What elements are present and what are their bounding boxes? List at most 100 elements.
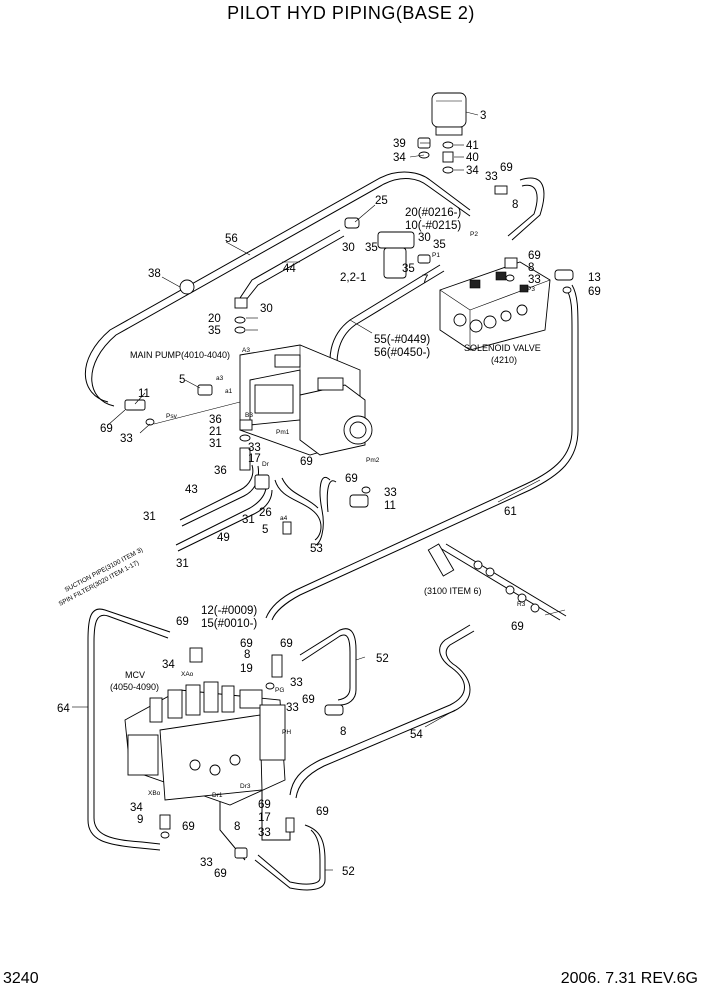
label-8: 8 [528, 262, 534, 274]
label-8: 8 [340, 726, 346, 738]
label-69: 69 [300, 456, 313, 468]
hose-lines [84, 171, 579, 891]
label-17: 17 [258, 812, 271, 824]
label-33: 33 [384, 487, 397, 499]
port-p1: P1 [432, 252, 440, 259]
label-33: 33 [248, 442, 261, 454]
page-title: PILOT HYD PIPING(BASE 2) [227, 3, 475, 23]
label-33: 33 [258, 827, 271, 839]
label-56: 56 [225, 233, 238, 245]
port-ph: PH [282, 729, 291, 736]
label-69: 69 [588, 286, 601, 298]
label-3: 3 [480, 110, 486, 122]
label-56: 56(#0450-) [374, 347, 430, 359]
label-17: 17 [248, 453, 261, 465]
label-35: 35 [208, 325, 221, 337]
label-26: 26 [259, 507, 272, 519]
label-31: 31 [209, 438, 222, 450]
label-55: 55(-#0449) [374, 334, 430, 346]
label-31: 31 [143, 511, 156, 523]
label-54: 54 [410, 729, 423, 741]
label-12: 12(-#0009) [201, 605, 257, 617]
label-34: 34 [393, 152, 406, 164]
label-9: 9 [137, 814, 143, 826]
label-11: 11 [138, 388, 150, 400]
label-33: 33 [290, 677, 303, 689]
label-30: 30 [260, 303, 273, 315]
port-b3: B3 [245, 412, 253, 419]
label-34: 34 [130, 802, 143, 814]
port-p3: P3 [527, 286, 535, 293]
revision-date: 2006. 7.31 REV.6G [560, 970, 698, 987]
port-xbo: XBo [148, 790, 161, 797]
page-number: 3240 [3, 970, 39, 987]
label-39: 39 [393, 138, 406, 150]
label-44: 44 [283, 263, 296, 275]
label-20-range: 20(#0216-) [405, 207, 461, 219]
label-35: 35 [433, 239, 446, 251]
label-33: 33 [120, 433, 133, 445]
port-pm2: Pm2 [366, 457, 380, 464]
label-31: 31 [242, 514, 255, 526]
label-5: 5 [179, 374, 185, 386]
label-38: 38 [148, 268, 161, 280]
port-dr1: Dr1 [212, 792, 223, 799]
label-64: 64 [57, 703, 70, 715]
port-dr: Dr [262, 461, 270, 468]
label-35: 35 [365, 242, 378, 254]
port-a1: a1 [225, 388, 233, 395]
mcv-ref: (4050-4090) [110, 682, 159, 692]
label-36: 36 [214, 465, 227, 477]
label-8: 8 [244, 649, 250, 661]
label-53: 53 [310, 543, 323, 555]
label-40: 40 [466, 152, 479, 164]
solenoid-valve-ref: (4210) [491, 355, 517, 365]
line-filter [377, 231, 415, 279]
label-52: 52 [342, 866, 355, 878]
port-a3: a3 [216, 375, 224, 382]
suction-pipe-callout: SUCTION PIPE(3100 ITEM 3) [64, 547, 144, 594]
label-43: 43 [185, 484, 198, 496]
pipe-assembly-callout: (3100 ITEM 6) [424, 586, 482, 596]
label-10-range: 10(-#0215) [405, 220, 461, 232]
label-7: 7 [422, 274, 428, 286]
port-dr3: Dr3 [240, 783, 251, 790]
label-69: 69 [316, 806, 329, 818]
label-31: 31 [176, 558, 189, 570]
label-8: 8 [234, 821, 240, 833]
accumulator [431, 92, 467, 136]
fittings [124, 185, 574, 859]
label-52: 52 [376, 653, 389, 665]
label-69: 69 [100, 423, 113, 435]
label-61: 61 [504, 506, 517, 518]
label-15: 15(#0010-) [201, 618, 257, 630]
label-49: 49 [217, 532, 230, 544]
solenoid-valve-callout: SOLENOID VALVE [464, 343, 541, 353]
port-xao: XAo [181, 671, 194, 678]
label-69: 69 [345, 473, 358, 485]
label-20: 20 [208, 313, 221, 325]
label-11: 11 [384, 500, 396, 512]
part-number-labels: 3 39 41 34 40 34 69 33 8 25 20(#0216-) 1… [57, 110, 601, 880]
label-34: 34 [162, 659, 175, 671]
label-8: 8 [512, 199, 518, 211]
port-a4: a4 [280, 515, 288, 522]
label-35: 35 [402, 263, 415, 275]
port-p2: P2 [470, 231, 478, 238]
label-69: 69 [240, 638, 253, 650]
main-pump-callout: MAIN PUMP(4010-4040) [130, 350, 230, 360]
label-33: 33 [528, 274, 541, 286]
top-fittings [417, 137, 454, 174]
port-markings: a3 a1 Psv B3 Pm1 Dr Pm2 a4 A3 P2 P1 P3 R… [148, 231, 535, 799]
label-36: 36 [209, 414, 222, 426]
label-34: 34 [466, 165, 479, 177]
mcv-callout: MCV [125, 670, 145, 680]
label-69: 69 [182, 821, 195, 833]
port-r3: R3 [517, 601, 526, 608]
label-25: 25 [375, 195, 388, 207]
label-69: 69 [280, 638, 293, 650]
label-69: 69 [258, 799, 271, 811]
label-33: 33 [286, 702, 299, 714]
label-69: 69 [528, 250, 541, 262]
